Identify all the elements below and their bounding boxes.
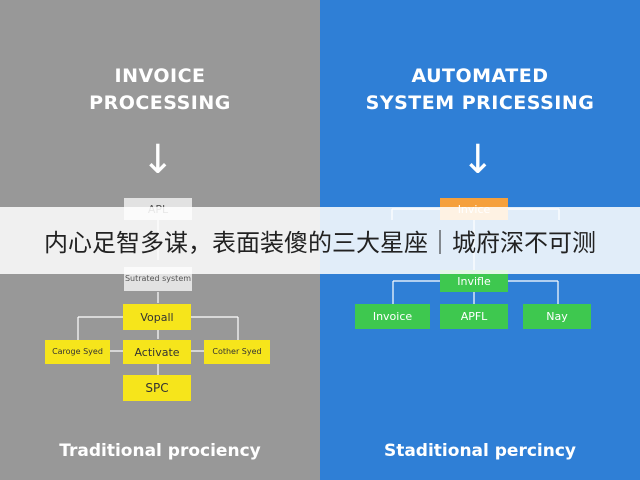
left-footer: Traditional prociency [59,441,261,461]
invoice-bottom-node: Invoice [355,304,430,329]
caption-text: 内心足智多谋，表面装傻的三大星座｜城府深不可测 [44,229,596,257]
left-title-line2: PROCESSING [89,92,231,114]
activate-node: Activate [123,340,191,364]
right-title-line2: SYSTEM PRICESSING [365,92,595,114]
category-right-node: Cother Syed [204,340,270,364]
spc-node: SPC [123,375,191,401]
vopall-node: Vopall [123,304,191,330]
category-left-node: Caroge Syed [45,340,110,364]
down-arrow-icon: ↓ [141,137,175,183]
apfl-node: APFL [440,304,508,329]
right-title: AUTOMATED SYSTEM PRICESSING [320,63,640,117]
caption-banner: 内心足智多谋，表面装傻的三大星座｜城府深不可测 [0,207,640,274]
right-title-line1: AUTOMATED [411,65,549,87]
down-arrow-icon: ↓ [461,137,495,183]
left-title-line1: INVOICE [114,65,206,87]
right-footer: Staditional percincy [383,441,577,461]
invoice-mid-node: Invifle [440,270,508,292]
nay-node: Nay [523,304,591,329]
left-title: INVOICE PROCESSING [0,63,320,117]
